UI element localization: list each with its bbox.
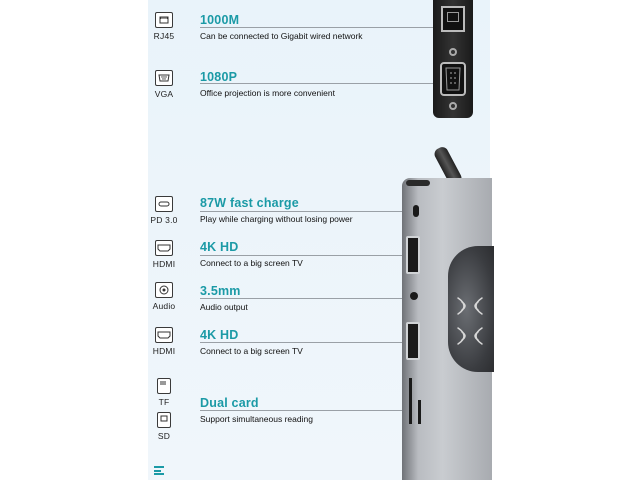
wireless-signal-icon [457,297,483,345]
ethernet-port-icon [155,12,173,28]
feature-title: 1080P [200,70,238,84]
feature-desc: Connect to a big screen TV [200,258,303,268]
feature-hdmi-2: 4K HD Connect to a big screen TV [200,328,303,356]
hdmi-socket [406,322,420,360]
hdmi-port-icon [155,240,173,256]
feature-desc: Connect to a big screen TV [200,346,303,356]
feature-title: 87W fast charge [200,196,299,210]
vga-socket [440,62,466,96]
feature-title: 3.5mm [200,284,241,298]
adapter-top-image [433,0,473,118]
port-hdmi-2: HDMI [150,327,178,356]
leader-line [200,340,413,345]
screw [449,102,457,110]
menu-icon [154,466,164,475]
leader-line [200,253,413,258]
feature-hdmi-1: 4K HD Connect to a big screen TV [200,240,303,268]
vga-port-icon [155,70,173,86]
sd-slot [409,378,412,424]
port-label: HDMI [152,346,176,356]
feature-pd: 87W fast charge Play while charging with… [200,196,353,224]
port-hdmi-1: HDMI [150,240,178,269]
feature-title: 4K HD [200,328,239,342]
feature-rj45: 1000M Can be connected to Gigabit wired … [200,13,363,41]
feature-title: 1000M [200,13,240,27]
screw [449,48,457,56]
port-audio: Audio [150,282,178,311]
port-label: RJ45 [153,31,175,41]
leader-line [200,296,413,301]
port-label: TF [158,397,170,407]
port-rj45: RJ45 [150,12,178,41]
sd-card-icon [157,412,171,428]
port-label: HDMI [152,259,176,269]
feature-vga: 1080P Office projection is more convenie… [200,70,335,98]
feature-audio: 3.5mm Audio output [200,284,248,312]
rj45-socket [441,6,465,32]
usb-c-socket [413,205,419,217]
tf-card-icon [157,378,171,394]
leader-line [200,209,417,214]
hdmi-socket [406,236,420,274]
leader-line [200,81,445,86]
feature-card: Dual card Support simultaneous reading [200,396,313,424]
port-vga: VGA [150,70,178,99]
port-pd: PD 3.0 [150,196,178,225]
feature-desc: Office projection is more convenient [200,88,335,98]
feature-title: Dual card [200,396,259,410]
port-label: SD [157,431,171,441]
usb-c-port-icon [155,196,173,212]
feature-desc: Can be connected to Gigabit wired networ… [200,31,363,41]
tf-slot [418,400,421,424]
hdmi-port-icon [155,327,173,343]
port-label: PD 3.0 [150,215,178,225]
feature-desc: Audio output [200,302,248,312]
feature-desc: Support simultaneous reading [200,414,313,424]
feature-title: 4K HD [200,240,239,254]
port-tf: TF [150,378,178,407]
leader-line [200,408,417,413]
port-sd: SD [150,412,178,441]
feature-desc: Play while charging without losing power [200,214,353,224]
audio-socket [410,292,418,300]
port-label: Audio [152,301,176,311]
port-label: VGA [154,89,174,99]
leader-line [200,25,445,30]
wireless-charging-pad [448,246,494,372]
audio-jack-icon [155,282,173,298]
